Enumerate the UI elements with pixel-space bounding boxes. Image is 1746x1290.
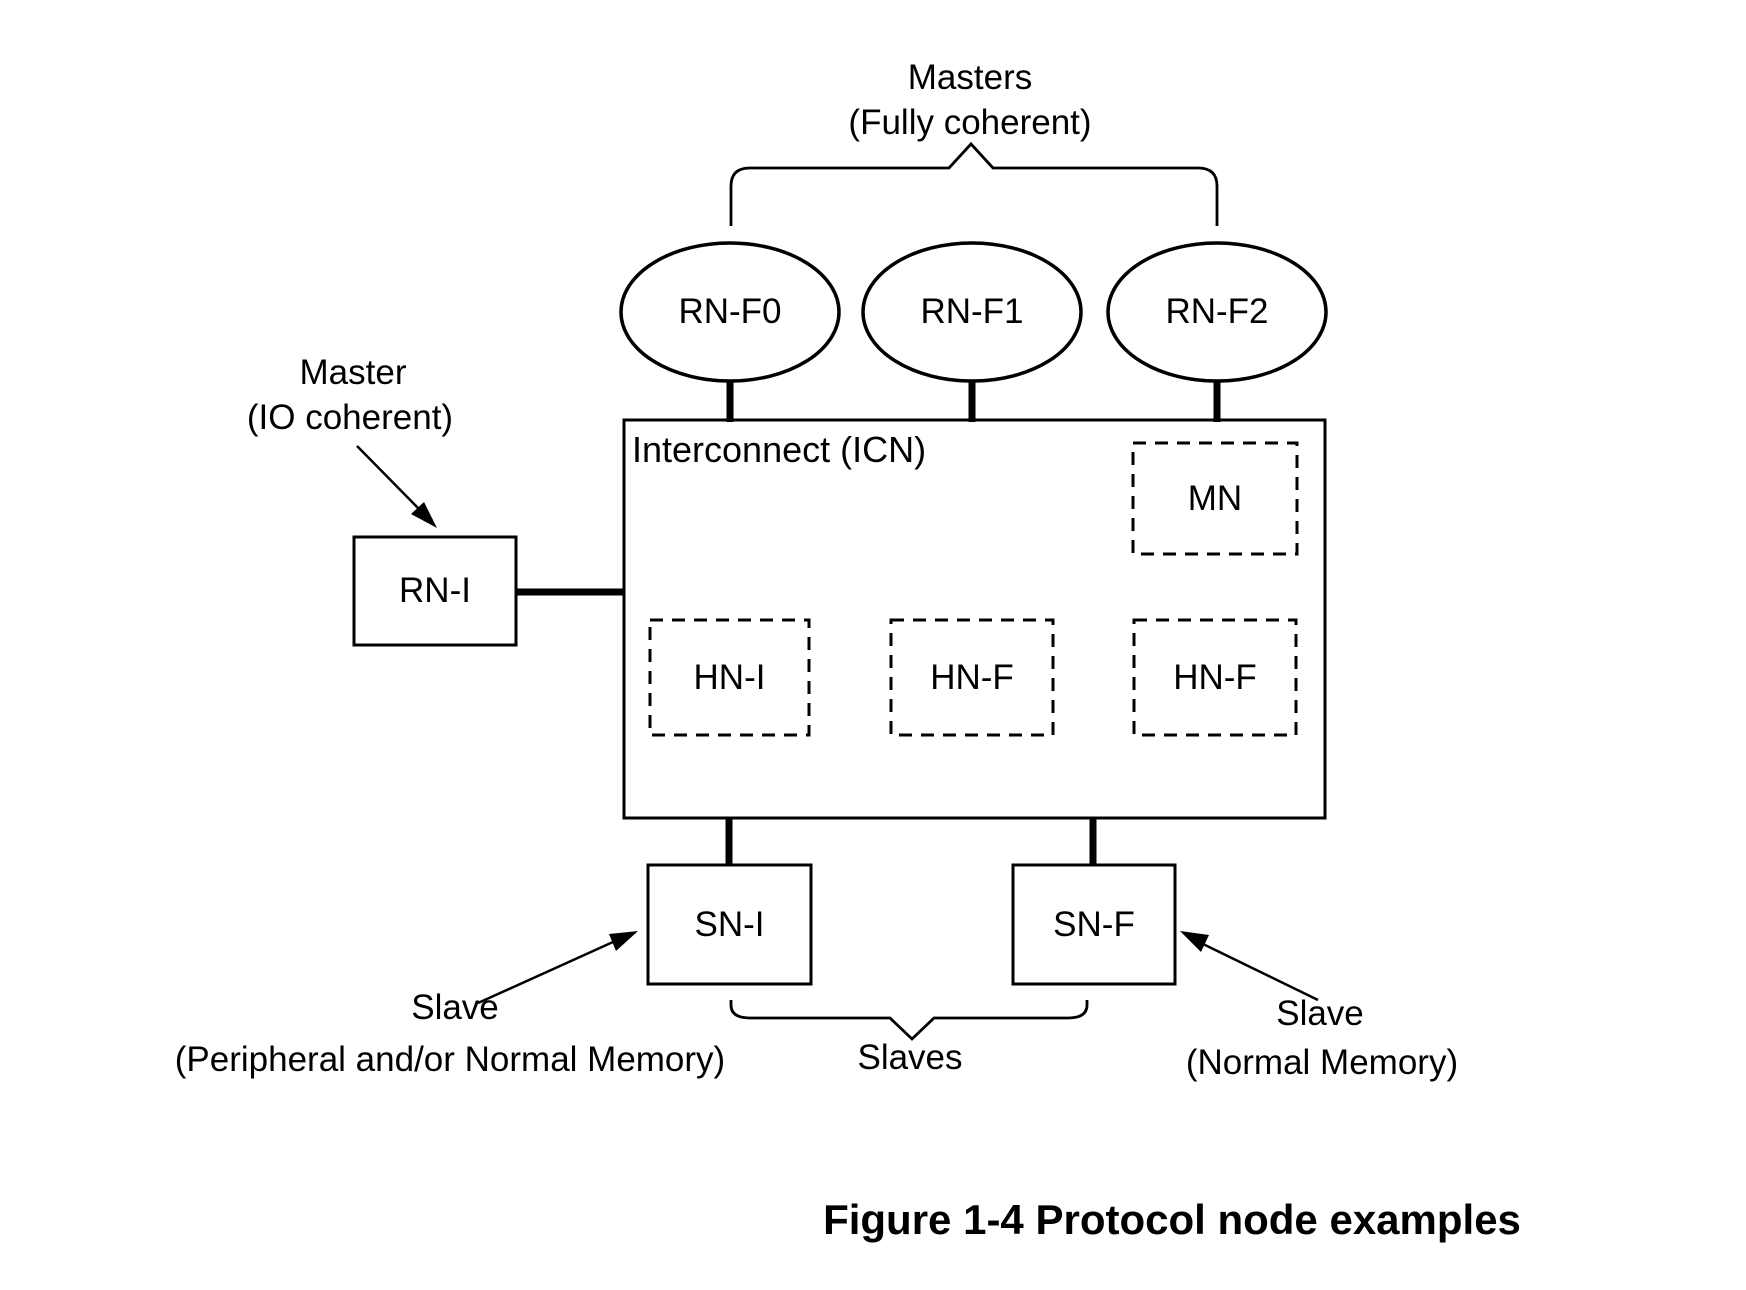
slaves-brace [729, 1000, 1089, 1041]
master-arrow [356, 445, 437, 528]
io-master-label-line2: (IO coherent) [246, 398, 454, 437]
masters-brace [729, 141, 1219, 226]
figure-caption: Figure 1-4 Protocol node examples [823, 1196, 1521, 1243]
hn-f2-box [1132, 618, 1298, 737]
node-sn-f: SN-F [1053, 904, 1135, 944]
masters-label-line1: Masters [907, 58, 1033, 97]
slave-left-arrow [477, 931, 638, 1005]
node-hn-f2: HN-F [1173, 657, 1257, 697]
slave-right-arrow [1180, 931, 1319, 1002]
node-rn-f1: RN-F1 [920, 292, 1024, 331]
slave-left-label-line2: (Peripheral and/or Normal Memory) [174, 1040, 726, 1079]
connector-stubs [726, 419, 1221, 422]
sn-i-box [646, 863, 813, 986]
mn-box [1131, 441, 1299, 556]
node-rn-i: RN-I [399, 571, 471, 610]
node-rn-f2: RN-F2 [1165, 292, 1269, 331]
interconnect-title: Interconnect (ICN) [632, 429, 927, 470]
hn-i-box [648, 618, 811, 737]
rn-f1-ellipse [861, 241, 1083, 383]
slave-left-label-line1: Slave [411, 988, 499, 1027]
masters-label-line2: (Fully coherent) [848, 103, 1092, 142]
node-hn-i: HN-I [693, 657, 766, 697]
sn-f-box [1011, 863, 1177, 986]
node-rn-f0: RN-F0 [678, 292, 782, 331]
io-master-label-line1: Master [299, 353, 407, 392]
node-mn: MN [1187, 478, 1243, 518]
hn-f1-box [889, 618, 1055, 737]
rn-f2-ellipse [1106, 241, 1328, 383]
slaves-group-label: Slaves [857, 1038, 963, 1077]
node-sn-i: SN-I [694, 904, 765, 944]
slave-right-label-line2: (Normal Memory) [1185, 1043, 1459, 1082]
node-hn-f1: HN-F [930, 657, 1014, 697]
rn-i-box [352, 535, 518, 647]
slave-right-label-line1: Slave [1276, 994, 1364, 1033]
rn-f0-ellipse [619, 241, 841, 383]
